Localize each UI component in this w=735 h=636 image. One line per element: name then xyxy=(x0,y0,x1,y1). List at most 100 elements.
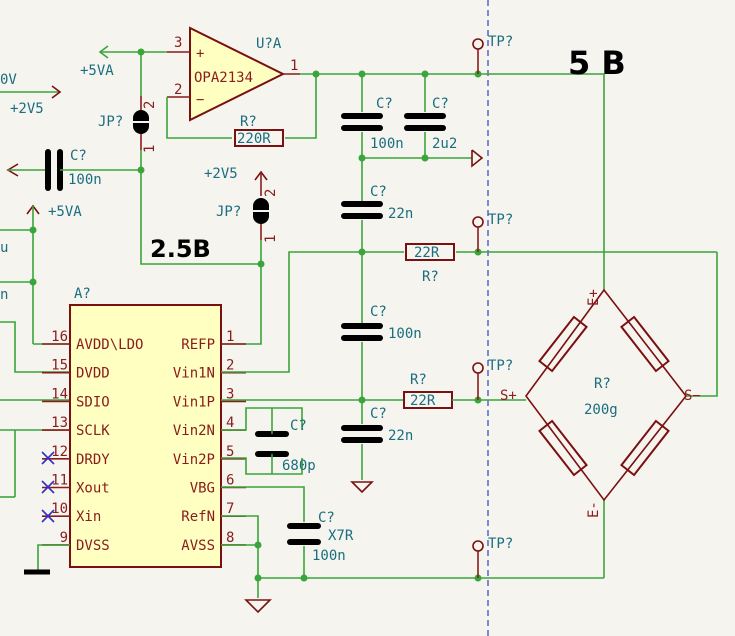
adc-right-pin-number: 1 xyxy=(226,329,234,345)
adc-right-pin-number: 2 xyxy=(226,358,234,374)
jumper-top-pin1: 1 xyxy=(142,145,158,153)
adc-left-pin-number: 12 xyxy=(51,444,68,460)
c5-value: 22n xyxy=(388,428,413,444)
jumper-mid-ref: JP? xyxy=(216,204,241,220)
jumper-mid-pin2: 2 xyxy=(263,189,279,197)
tp-4: TP? xyxy=(488,536,513,552)
tp-1: TP? xyxy=(488,34,513,50)
adc-right-pin-number: 7 xyxy=(226,501,234,517)
c4-value: 100n xyxy=(388,326,422,342)
bridge-s-minus: S− xyxy=(684,388,701,404)
adc-right-pin-number: 6 xyxy=(226,473,234,489)
test-points: TP? TP? TP? TP? xyxy=(472,34,513,578)
c1-ref: C? xyxy=(376,96,393,112)
adc-right-pin-name: Vin1P xyxy=(173,394,215,410)
analog-ground-symbol xyxy=(244,599,272,614)
opamp-u-a: + − OPA2134 U?A 3 2 1 xyxy=(167,26,300,122)
adc-left-pin-number: 11 xyxy=(51,473,68,489)
cap680-ref: C? xyxy=(290,418,307,434)
left-capacitor: C? 100n xyxy=(6,148,145,191)
c3-ref: C? xyxy=(370,184,387,200)
partial-0v-label: 0V xyxy=(0,72,17,88)
bridge-s-plus: S+ xyxy=(500,388,517,404)
adc-left-pin-number: 9 xyxy=(60,530,68,546)
jumper-top-ref: JP? xyxy=(98,114,123,130)
jumper-mid-pin1: 1 xyxy=(263,235,279,243)
opamp-pin1: 1 xyxy=(290,58,298,74)
partial-n-label: n xyxy=(0,287,8,303)
load-cell-bridge: R? 200g E+ E- S+ S− xyxy=(500,288,701,518)
cap-column: C? 100n C? 2u2 C? 22n C? 100n C? 22n xyxy=(341,74,484,494)
feedback-net: 220R R? xyxy=(166,70,320,147)
feedback-resistor xyxy=(234,129,284,147)
plus2v5-mid-label: +2V5 xyxy=(204,166,238,182)
five-volt-net xyxy=(300,70,605,290)
resistor-vin-p: 22R R? xyxy=(403,372,526,409)
adc-left-pin-name: AVDD\LDO xyxy=(76,337,143,353)
left-cap-value: 100n xyxy=(68,172,102,188)
opamp-value: OPA2134 xyxy=(194,70,253,86)
tp-3: TP? xyxy=(488,358,513,374)
jumper-mid: +2V5 JP? 2 1 xyxy=(204,166,279,243)
adc-left-pin-name: SCLK xyxy=(76,423,110,439)
opamp-body xyxy=(189,26,286,122)
resistor-vin-n: 22R R? xyxy=(405,243,717,285)
adc-left-pin-name: DRDY xyxy=(76,452,110,468)
adc-right-pin-number: 4 xyxy=(226,415,234,431)
opamp-pin2: 2 xyxy=(174,82,182,98)
adc-ref: A? xyxy=(74,286,91,302)
c1-value: 100n xyxy=(370,136,404,152)
bridge-ref: R? xyxy=(594,376,611,392)
r-vin-n-ref: R? xyxy=(422,269,439,285)
adc-right-pin-number: 3 xyxy=(226,386,234,402)
jumper-top-pin2: 2 xyxy=(142,101,158,109)
capacitor-x7r: C? X7R 100n xyxy=(287,510,354,578)
five-volt-annotation: 5 В xyxy=(568,44,626,82)
adc-right-pin-name: Vin1N xyxy=(173,366,215,382)
adc-right-pin-name: Vin2P xyxy=(173,452,215,468)
r-vin-p-ref: R? xyxy=(410,372,427,388)
jumper-top: JP? 2 1 xyxy=(98,96,158,153)
r-vin-n-value: 22R xyxy=(414,245,440,261)
plus5va-left-label: +5VA xyxy=(48,204,82,220)
c3-value: 22n xyxy=(388,206,413,222)
cap680-value: 680p xyxy=(282,458,316,474)
bridge-e-minus: E- xyxy=(586,501,602,518)
c4-ref: C? xyxy=(370,304,387,320)
opamp-pin3: 3 xyxy=(174,35,182,51)
opamp-plus-sign: + xyxy=(196,46,204,62)
adc-left-pin-name: DVSS xyxy=(76,538,110,554)
plus5va-top-net: +5VA xyxy=(80,45,167,96)
adc-right-pin-number: 5 xyxy=(226,444,234,460)
bridge-value: 200g xyxy=(584,402,618,418)
c2-value: 2u2 xyxy=(432,136,457,152)
adc-left-pin-name: DVDD xyxy=(76,366,110,382)
opamp-ref: U?A xyxy=(256,36,282,52)
feedback-resistor-ref: R? xyxy=(240,114,257,130)
adc-left-pin-number: 13 xyxy=(51,415,68,431)
left-cap-ref: C? xyxy=(70,148,87,164)
r-vin-p-value: 22R xyxy=(410,393,436,409)
adc-right-pin-name: AVSS xyxy=(181,538,215,554)
adc-left-pin-number: 15 xyxy=(51,358,68,374)
adc-body xyxy=(69,304,222,568)
adc-left-pin-number: 16 xyxy=(51,329,68,345)
adc-right-pin-number: 8 xyxy=(226,530,234,546)
adc-right-pin-name: VBG xyxy=(190,481,215,497)
opamp-minus-sign: − xyxy=(196,92,204,108)
c5-ref: C? xyxy=(370,406,387,422)
no-connect-marks xyxy=(41,451,55,523)
adc-right-pin-name: Vin2N xyxy=(173,423,215,439)
capx7r-dielectric: X7R xyxy=(328,528,354,544)
capx7r-ref: C? xyxy=(318,510,335,526)
two-five-volt-annotation: 2.5В xyxy=(150,235,211,263)
adc-right-pin-name: REFP xyxy=(181,337,215,353)
plus2v5-left-label: +2V5 xyxy=(10,101,44,117)
capx7r-value: 100n xyxy=(312,548,346,564)
tp-2: TP? xyxy=(488,212,513,228)
adc-left-pin-name: Xin xyxy=(76,509,101,525)
bridge-e-plus: E+ xyxy=(586,289,602,306)
adc-left-pin-name: Xout xyxy=(76,481,110,497)
